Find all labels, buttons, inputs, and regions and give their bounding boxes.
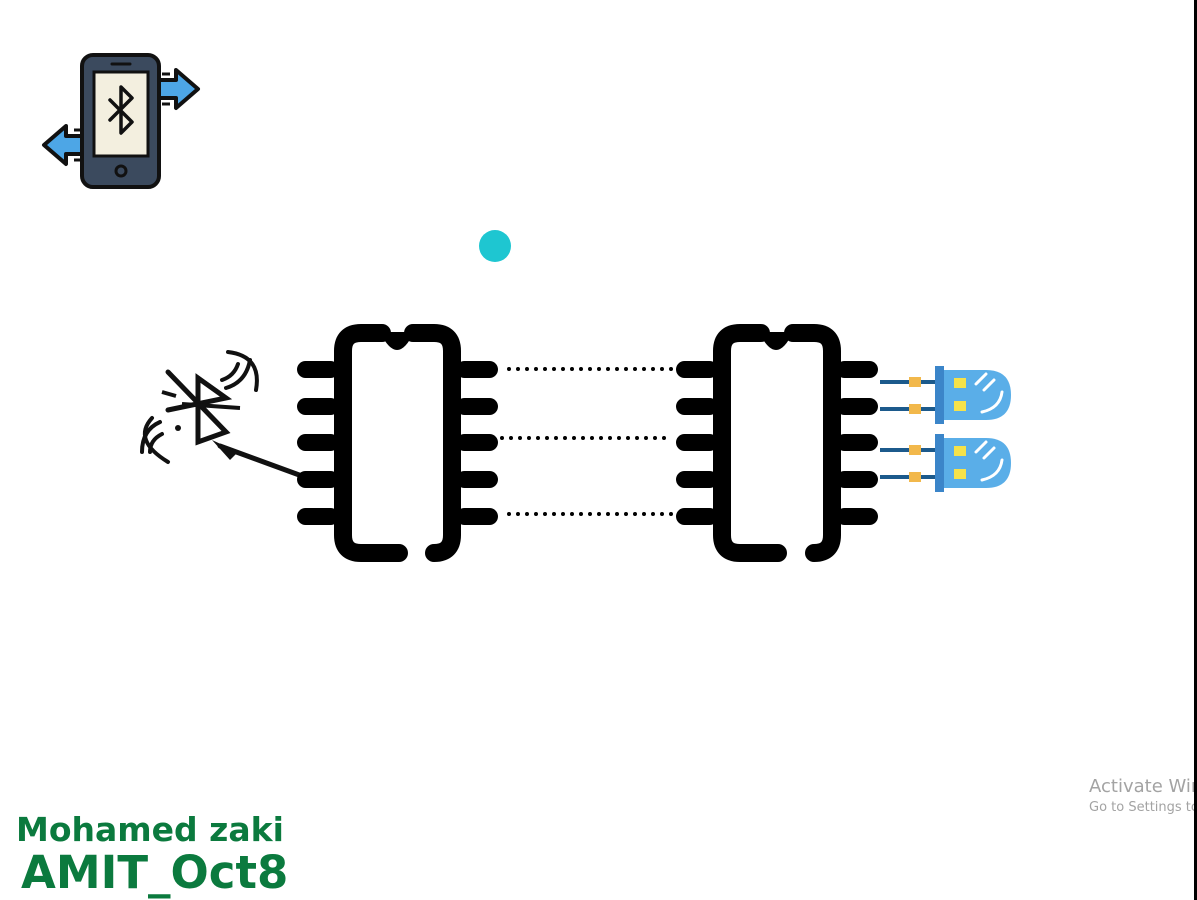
author-name: Mohamed zaki bbox=[16, 810, 284, 849]
cursor-dot bbox=[479, 230, 511, 262]
led-icon bbox=[880, 434, 1011, 492]
bluetooth-antenna-icon bbox=[140, 350, 305, 479]
watermark-subtitle: Go to Settings to activate Windows. bbox=[1089, 800, 1194, 815]
activation-watermark: Activate Windows Go to Settings to activ… bbox=[1089, 775, 1194, 817]
course-label: AMIT_Oct8 bbox=[21, 846, 289, 899]
bluetooth-icon bbox=[108, 85, 134, 135]
watermark-title: Activate Windows bbox=[1089, 776, 1194, 797]
led-icon bbox=[880, 366, 1011, 424]
microcontroller-chip-icon bbox=[676, 324, 878, 562]
chip-connections bbox=[500, 367, 677, 516]
smartphone-bluetooth-icon bbox=[42, 53, 200, 189]
microcontroller-chip-icon bbox=[297, 324, 498, 562]
window-edge bbox=[1194, 0, 1197, 900]
